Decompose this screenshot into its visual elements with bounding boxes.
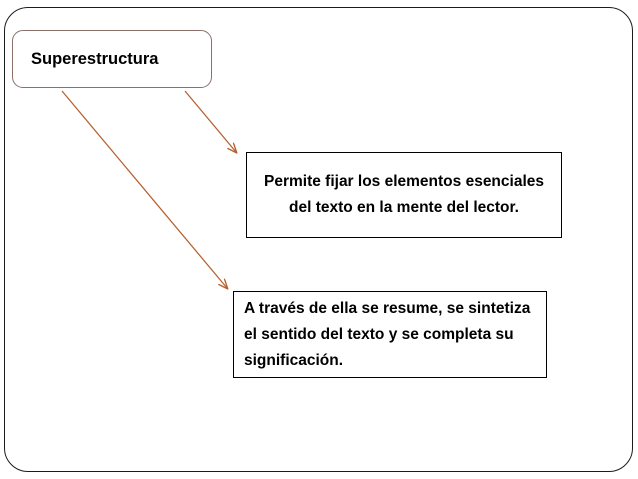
slide-frame-border — [4, 7, 633, 472]
concept-title-box: Superestructura — [12, 30, 212, 88]
statement-text-1: Permite fijar los elementos esenciales d… — [264, 173, 544, 216]
statement-box-a-traves-de-ella: A través de ella se resume, se sintetiza… — [233, 291, 547, 378]
statement-box-permite-fijar: Permite fijar los elementos esenciales d… — [246, 152, 562, 238]
concept-title-label: Superestructura — [31, 49, 159, 68]
statement-text-2: A través de ella se resume, se sintetiza… — [244, 299, 531, 369]
